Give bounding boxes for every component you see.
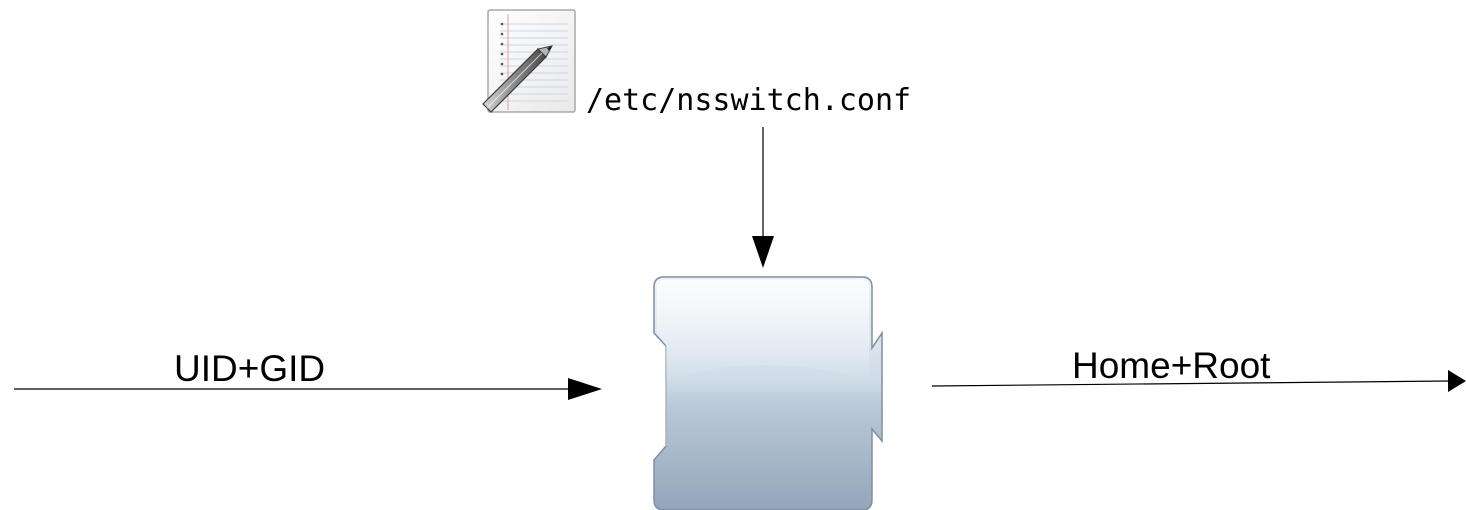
output-arrow [931,370,1466,392]
plugin-module-icon [653,276,883,510]
input-label: UID+GID [174,348,325,389]
text-editor-document-icon [482,9,576,113]
config-file-label: /etc/nsswitch.conf [586,83,911,118]
pencil-icon [482,45,553,113]
input-arrow [14,378,602,400]
output-label: Home+Root [1072,345,1271,386]
config-arrow [752,127,774,268]
